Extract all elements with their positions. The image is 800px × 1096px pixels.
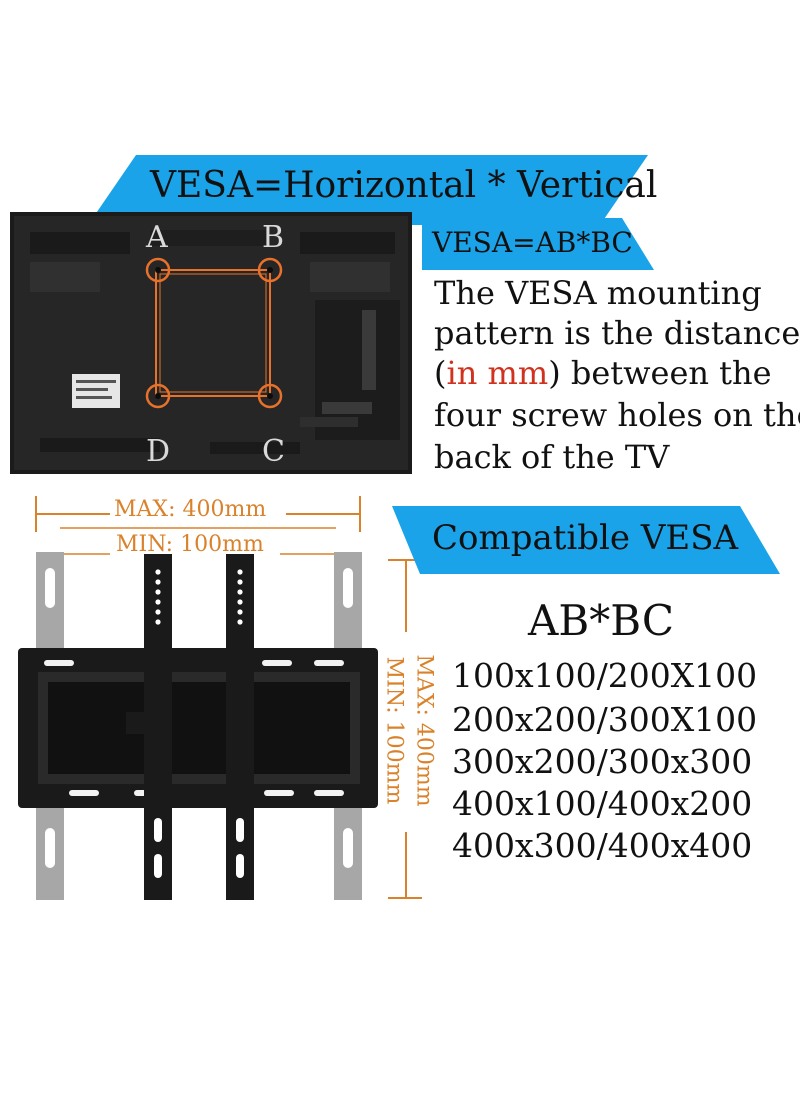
compatible-ribbon-text: Compatible VESA bbox=[432, 518, 739, 558]
formula-ribbon-text: VESA=AB*BC bbox=[432, 226, 633, 259]
corner-label-d: D bbox=[146, 434, 171, 469]
description-line-3-open: ( bbox=[434, 354, 447, 392]
compatible-heading: AB*BC bbox=[528, 596, 674, 645]
wall-bracket-drawing bbox=[18, 552, 378, 900]
tv-back-drawing bbox=[10, 212, 412, 474]
formula-ribbon-shape bbox=[422, 218, 654, 270]
wall-bracket-image bbox=[14, 548, 384, 910]
horizontal-dimension-lines bbox=[35, 496, 361, 555]
vesa-pattern-outline bbox=[155, 269, 271, 397]
screw-hole-marker-b bbox=[257, 257, 283, 283]
horizontal-max-label: MAX: 400mm bbox=[114, 497, 267, 522]
vesa-size-3: 300x200/300x300 bbox=[452, 742, 753, 781]
vesa-size-4: 400x100/400x200 bbox=[452, 784, 753, 823]
description-line-1: The VESA mounting bbox=[434, 274, 762, 312]
corner-label-a: A bbox=[146, 220, 168, 255]
vesa-size-1: 100x100/200X100 bbox=[452, 656, 758, 695]
horizontal-dimension: MAX: 400mm MIN: 100mm bbox=[30, 492, 366, 562]
horizontal-min-label: MIN: 100mm bbox=[116, 532, 264, 557]
vertical-min-label: MIN: 100mm bbox=[381, 656, 407, 805]
compatible-ribbon: Compatible VESA bbox=[392, 506, 780, 574]
screw-hole-marker-c bbox=[257, 383, 283, 409]
header-ribbon: VESA=Horizontal * Vertical bbox=[88, 155, 657, 225]
screw-hole-marker-d bbox=[145, 383, 171, 409]
tv-back-image: A B D C bbox=[10, 212, 412, 474]
description-line-5: back of the TV bbox=[434, 438, 670, 476]
corner-label-b: B bbox=[262, 220, 285, 255]
vertical-dimension: MAX: 400mm MIN: 100mm bbox=[372, 556, 442, 902]
description-highlight: in mm bbox=[446, 354, 549, 392]
description-line-4: four screw holes on the bbox=[434, 396, 800, 434]
header-ribbon-shape bbox=[88, 155, 648, 225]
vertical-max-label: MAX: 400mm bbox=[411, 654, 437, 807]
description-line-3-rest: ) between the bbox=[548, 354, 772, 392]
formula-ribbon: VESA=AB*BC bbox=[422, 218, 654, 270]
compatible-ribbon-shape bbox=[392, 506, 780, 574]
corner-label-c: C bbox=[262, 434, 285, 469]
vesa-size-2: 200x200/300X100 bbox=[452, 700, 758, 739]
screw-hole-marker-a bbox=[145, 257, 171, 283]
description-line-3: (in mm) between the bbox=[434, 354, 772, 392]
header-ribbon-text: VESA=Horizontal * Vertical bbox=[150, 165, 658, 206]
description-line-2: pattern is the distance bbox=[434, 314, 800, 352]
vesa-size-5: 400x300/400x400 bbox=[452, 826, 753, 865]
